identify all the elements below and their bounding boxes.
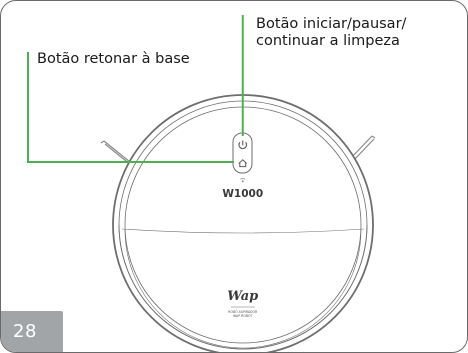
start-pause-label-line2: continuar a limpeza: [256, 33, 400, 49]
robot-model-label: W1000: [222, 188, 263, 200]
page-number: 28: [13, 321, 37, 342]
robot-brand-small: WAP ROBOT: [233, 314, 252, 318]
start-pause-label: Botão iniciar/pausar/ continuar a limpez…: [256, 16, 406, 50]
page-number-badge: 28: [1, 311, 63, 352]
robot-tagline: ROBÔ ASPIRADOR: [228, 309, 258, 314]
home-icon: [238, 159, 248, 168]
robot-body: [112, 94, 374, 352]
side-brush-right: [350, 135, 376, 162]
power-icon: [238, 140, 248, 150]
robot-brand-logo: Wap: [227, 289, 258, 304]
wifi-icon: [240, 177, 246, 183]
callout-line-base: [27, 52, 234, 163]
start-pause-label-line1: Botão iniciar/pausar/: [256, 16, 407, 32]
return-to-base-label: Botão retonar à base: [37, 51, 190, 67]
